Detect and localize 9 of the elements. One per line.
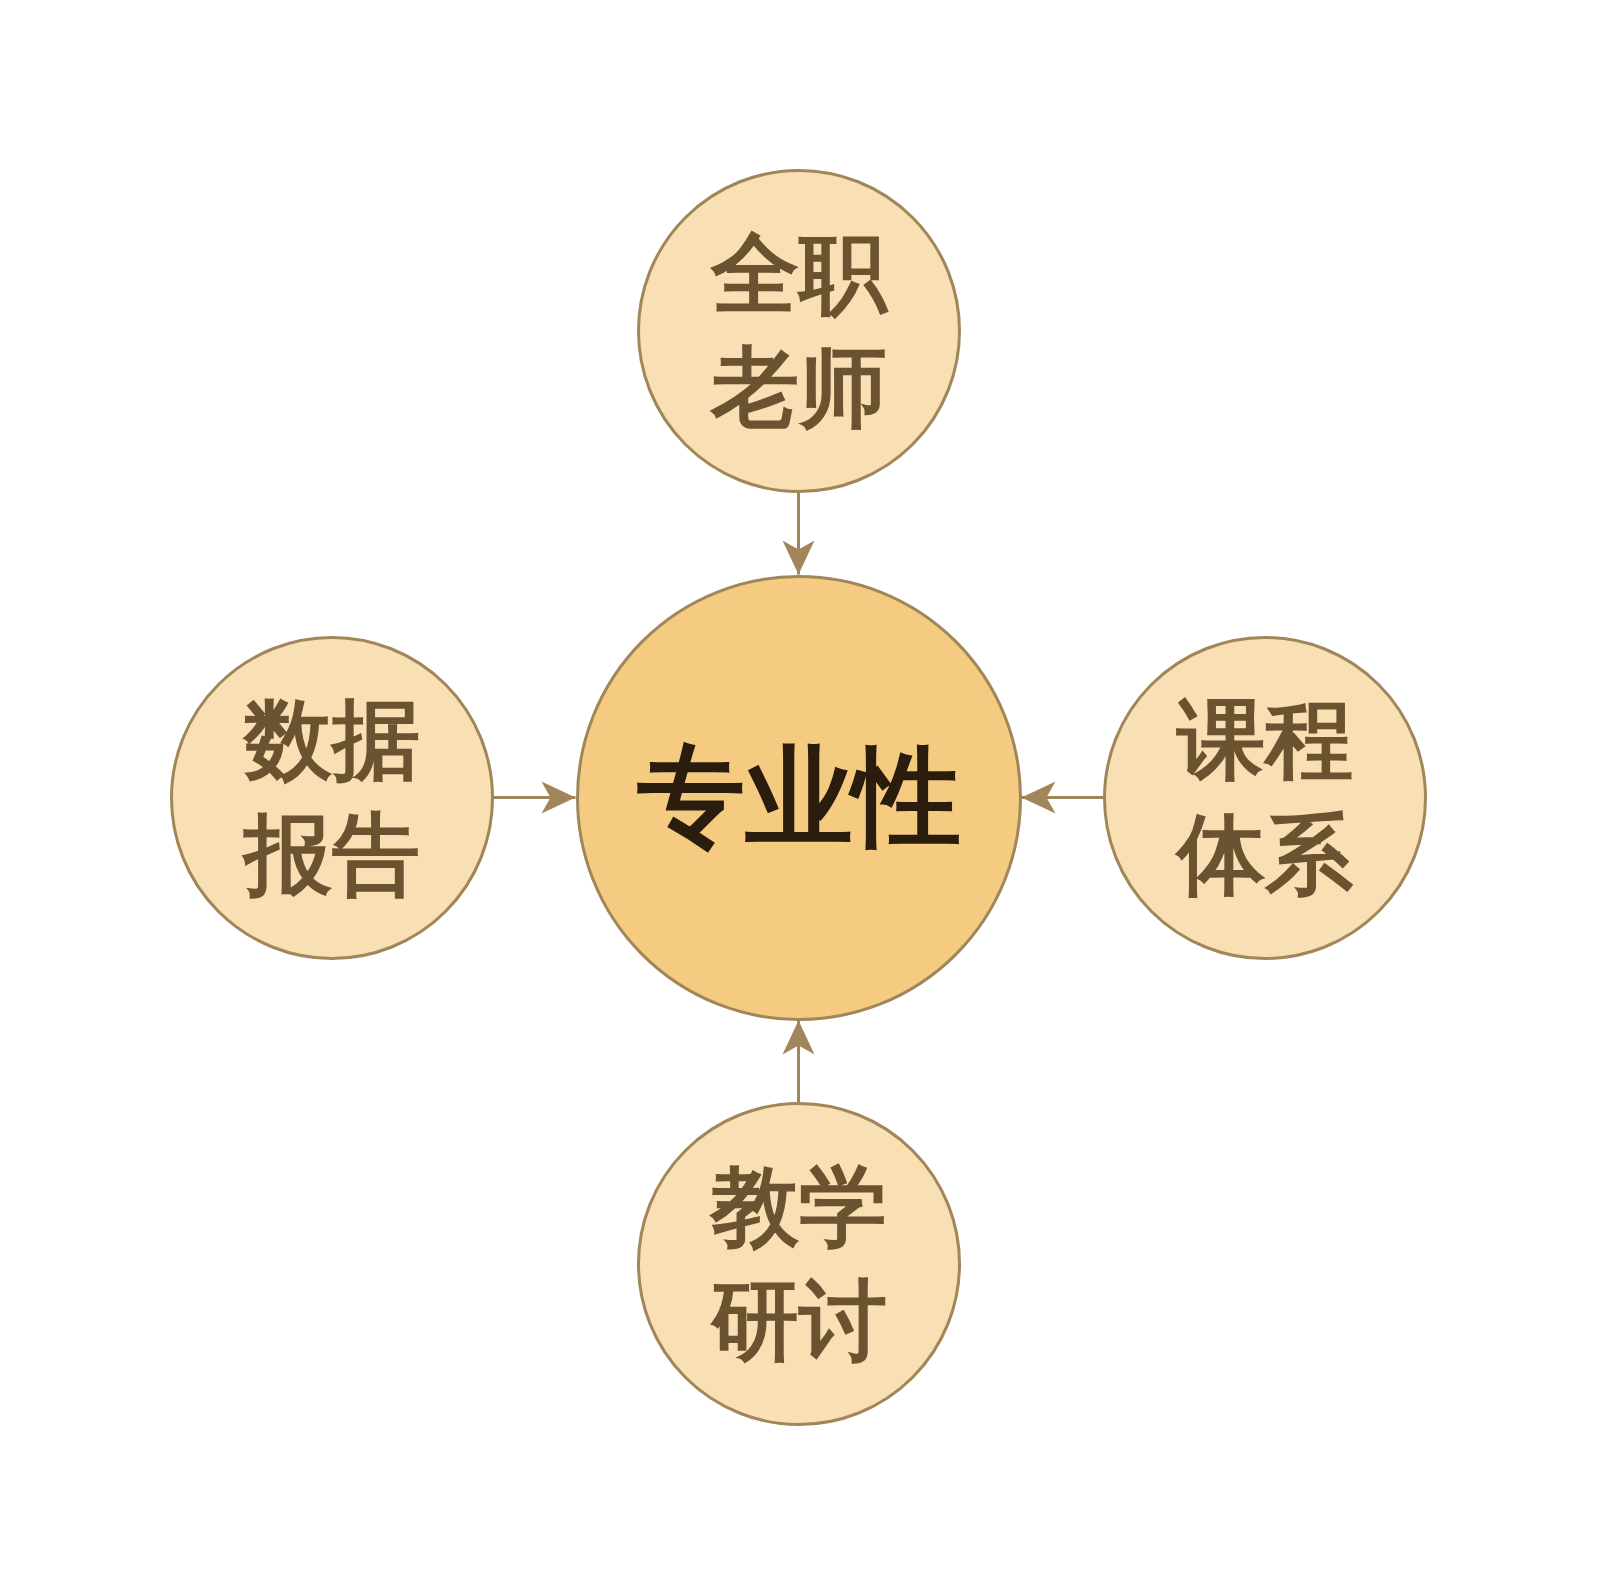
- circle-label: 教学研讨: [708, 1153, 888, 1374]
- circle-label: 专业性: [636, 733, 961, 862]
- circle-label: 全职老师: [709, 220, 890, 441]
- arrow: [1021, 781, 1103, 814]
- circle-label: 课程体系: [1174, 687, 1354, 908]
- circle-label: 数据报告: [235, 683, 429, 912]
- arrow: [782, 1020, 815, 1102]
- arrow: [782, 493, 815, 575]
- arrow: [494, 781, 576, 814]
